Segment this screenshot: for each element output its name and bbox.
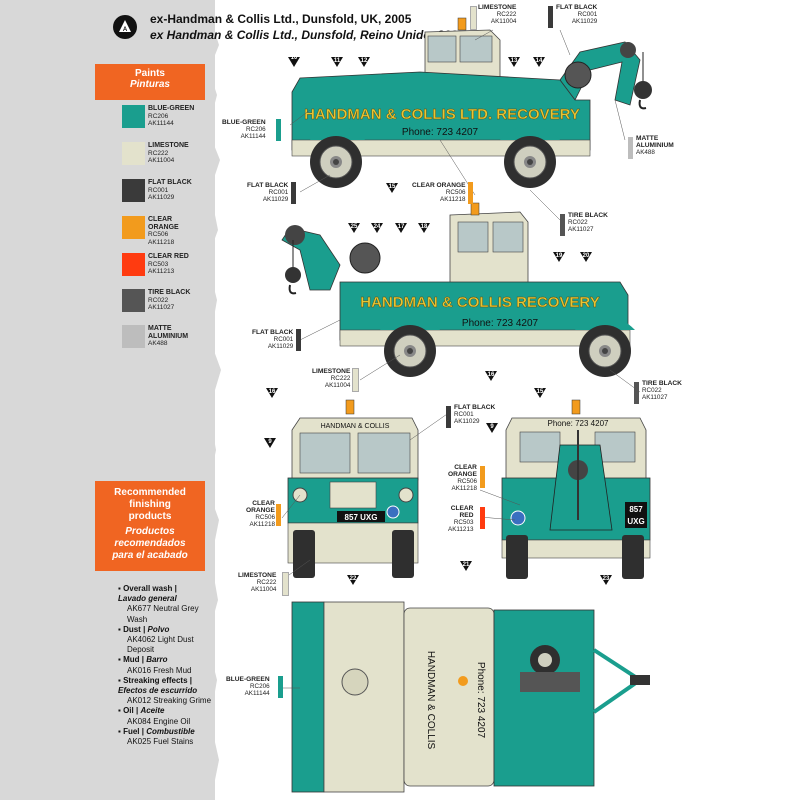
- svg-text:21: 21: [463, 562, 470, 568]
- svg-text:24: 24: [374, 224, 381, 230]
- top-roof-name: HANDMAN & COLLIS: [425, 651, 436, 750]
- svg-text:12: 12: [361, 58, 368, 64]
- front-view: HANDMAN & COLLIS 857 UXG: [287, 399, 419, 578]
- svg-text:A: A: [123, 27, 128, 33]
- side-phone-text-2: Phone: 723 4207: [462, 318, 539, 329]
- front-sign-text: HANDMAN & COLLIS: [321, 423, 390, 430]
- rear-phone-text: Phone: 723 4207: [548, 419, 609, 428]
- svg-text:25: 25: [351, 224, 358, 230]
- svg-text:14: 14: [536, 58, 543, 64]
- scheme-title: ex-Handman & Collis Ltd., Dunsfold, UK, …: [150, 12, 412, 26]
- swatch-color: [122, 105, 145, 128]
- svg-text:13: 13: [511, 58, 518, 64]
- swatch-color: [122, 253, 145, 276]
- swatch-color: [122, 289, 145, 312]
- side-phone-text: Phone: 723 4207: [402, 127, 479, 138]
- scheme-badge: A: [113, 15, 137, 39]
- swatch-color: [122, 216, 145, 239]
- svg-text:23: 23: [603, 576, 610, 582]
- list-item: ▪ Streaking effects |Efectos de escurrid…: [118, 675, 212, 706]
- svg-text:15: 15: [389, 184, 396, 190]
- callout-markers: 10 11 12 13 14 15 16 17 18 19 20 21 22 2…: [264, 55, 612, 585]
- swatch-color: [122, 142, 145, 165]
- rear-plate-bottom: UXG: [627, 517, 644, 526]
- svg-text:11: 11: [334, 58, 341, 64]
- svg-text:16: 16: [269, 389, 276, 395]
- top-roof-phone: Phone: 723 4207: [475, 662, 486, 739]
- swatch-color: [122, 179, 145, 202]
- rear-plate-top: 857: [629, 505, 643, 514]
- front-number-plate: 857 UXG: [345, 513, 378, 522]
- side-view-left: HANDMAN & COLLIS RECOVERY Phone: 723 420…: [281, 202, 635, 378]
- svg-text:15: 15: [537, 389, 544, 395]
- svg-text:22: 22: [350, 576, 357, 582]
- scheme-title-es: ex Handman & Collis Ltd., Dunsfold, Rein…: [150, 28, 465, 42]
- paints-heading: Paints Pinturas: [95, 64, 205, 100]
- sidebar-panel: [0, 0, 215, 800]
- torn-edge-decoration: [205, 0, 221, 800]
- top-view: HANDMAN & COLLIS Phone: 723 4207: [291, 601, 650, 793]
- side-sign-text: HANDMAN & COLLIS LTD. RECOVERY: [304, 106, 580, 123]
- svg-text:18: 18: [421, 224, 428, 230]
- svg-text:9: 9: [490, 424, 494, 430]
- svg-text:20: 20: [583, 253, 590, 259]
- svg-text:19: 19: [556, 253, 563, 259]
- recommended-heading: Recommended finishing products Productos…: [95, 481, 205, 571]
- svg-text:10: 10: [291, 55, 298, 61]
- swatch-color: [122, 325, 145, 348]
- svg-text:17: 17: [398, 224, 405, 230]
- rear-view: Phone: 723 4207 857 UXG: [501, 399, 651, 579]
- side-sign-text-2: HANDMAN & COLLIS RECOVERY: [360, 294, 599, 311]
- svg-text:9: 9: [268, 439, 272, 445]
- svg-text:16: 16: [488, 372, 495, 378]
- side-view-right: HANDMAN & COLLIS LTD. RECOVERY Phone: 72…: [291, 17, 652, 189]
